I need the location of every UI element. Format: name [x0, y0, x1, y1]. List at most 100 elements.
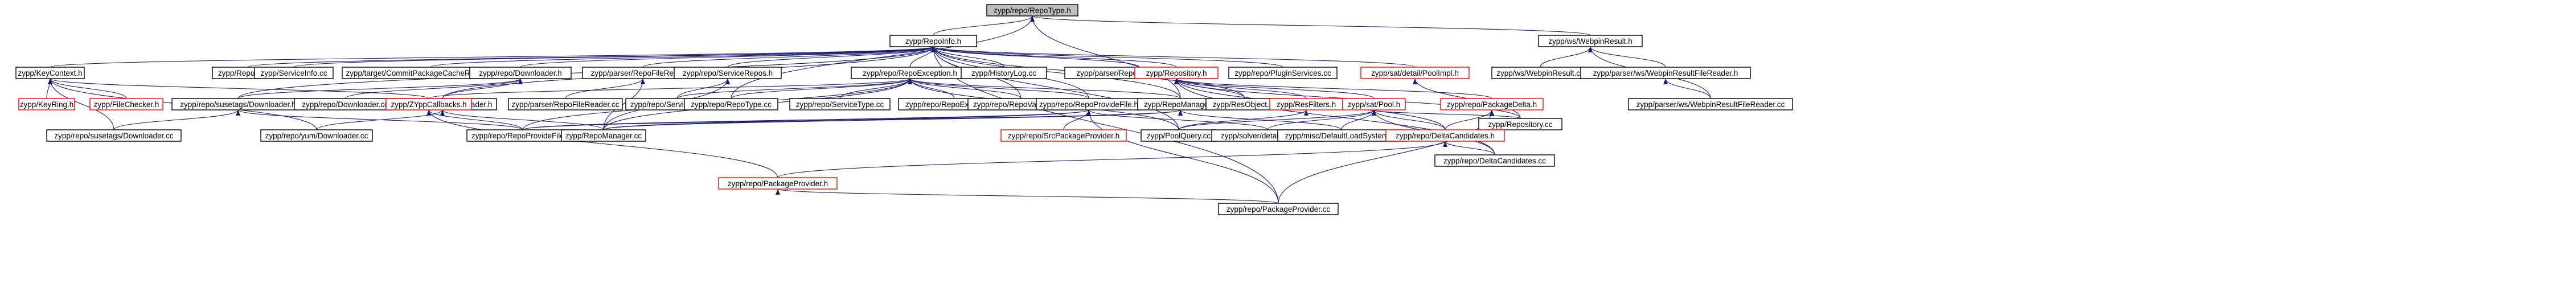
file-node[interactable]: zypp/FileChecker.h: [89, 98, 163, 110]
dependency-edge: [1178, 109, 1342, 130]
file-node-box: [961, 67, 1047, 79]
dependency-edge: [1174, 78, 1375, 99]
file-node-label: zypp/PoolQuery.cc: [1147, 132, 1211, 140]
dependency-edge: [1540, 46, 1593, 68]
file-node-label: zypp/sat/detail/PoolImpl.h: [1371, 69, 1459, 77]
dependency-edge: [293, 46, 936, 68]
dependency-edge: [428, 78, 912, 99]
file-node[interactable]: zypp/RepoInfo.h: [889, 35, 977, 47]
dependency-edge: [676, 78, 912, 99]
dependency-edge: [316, 109, 445, 130]
file-node[interactable]: zypp/sat/detail/PoolImpl.h: [1360, 67, 1470, 79]
file-node-label: zypp/Repository.cc: [1488, 120, 1552, 129]
file-node[interactable]: zypp/repo/susetags/Downloader.h: [171, 98, 305, 110]
dependency-edge: [113, 109, 240, 130]
file-node-label: zypp/parser/ws/WebpinResultFileReader.h: [1593, 69, 1738, 77]
file-node-box: [46, 129, 182, 142]
file-node[interactable]: zypp/RepoManager.cc: [561, 129, 646, 142]
file-node-label: zypp/ResObject.cc: [1213, 100, 1277, 109]
file-node[interactable]: zypp/parser/ws/WebpinResultFileReader.cc: [1628, 98, 1793, 110]
file-node[interactable]: zypp/repo/PluginServices.cc: [1228, 67, 1338, 79]
file-node[interactable]: zypp/ServiceInfo.cc: [254, 67, 334, 79]
file-node-label: zypp/repo/RepoProvideFile.cc: [471, 132, 574, 140]
file-node-label: zypp/ResFilters.h: [1277, 100, 1336, 109]
file-node-label: zypp/sat/Pool.h: [1348, 100, 1400, 109]
file-node[interactable]: zypp/repo/RepoProvideFile.h: [1036, 98, 1142, 110]
file-node[interactable]: zypp/Repository.h: [1134, 67, 1219, 79]
file-node[interactable]: zypp/ws/WebpinResult.h: [1538, 35, 1643, 47]
file-node-box: [1580, 67, 1751, 79]
file-node[interactable]: zypp/repo/SrcPackageProvider.h: [1000, 129, 1127, 142]
file-node-box: [789, 98, 891, 110]
file-node[interactable]: zypp/repo/PackageDelta.h: [1440, 98, 1544, 110]
dependency-edge: [908, 78, 1022, 99]
file-node-box: [1385, 129, 1505, 142]
file-node-box: [385, 98, 472, 110]
file-node[interactable]: zypp/ws/WebpinResult.cc: [1491, 67, 1589, 79]
file-node[interactable]: zypp/repo/PackageProvider.cc: [1218, 203, 1339, 215]
file-node[interactable]: zypp/repo/DeltaCandidates.h: [1385, 129, 1505, 142]
file-node-label: zypp/repo/yum/Downloader.cc: [265, 132, 368, 140]
file-node[interactable]: zypp/repo/yum/Downloader.cc: [260, 129, 373, 142]
file-node[interactable]: zypp/repo/ServiceType.cc: [789, 98, 891, 110]
file-node-box: [15, 67, 85, 79]
file-node-box: [89, 98, 163, 110]
file-node[interactable]: zypp/repo/Downloader.h: [469, 67, 572, 79]
file-node[interactable]: zypp/misc/DefaultLoadSystem.cc: [1277, 129, 1406, 142]
dependency-edge: [908, 78, 1181, 99]
dependency-edge: [1174, 78, 1307, 99]
dependency-edge: [1086, 109, 1279, 204]
dependency-edge: [1341, 109, 1376, 130]
file-node[interactable]: zypp/ResFilters.h: [1269, 98, 1343, 110]
dependency-edge: [839, 78, 912, 99]
file-node[interactable]: zypp/HistoryLog.cc: [961, 67, 1047, 79]
file-node-box: [684, 98, 778, 110]
file-node[interactable]: zypp/parser/ws/WebpinResultFileReader.h: [1580, 67, 1751, 79]
dependency-edge: [426, 109, 523, 130]
file-node-label: zypp/parser/ws/WebpinResultFileReader.cc: [1636, 100, 1785, 109]
file-node-label: zypp/repo/PluginServices.cc: [1234, 69, 1331, 77]
dependency-edge: [522, 109, 1183, 130]
file-node-label: zypp/repo/RepoType.cc: [691, 100, 772, 109]
file-node[interactable]: zypp/repo/RepoType.cc: [684, 98, 778, 110]
dependency-edge: [520, 46, 936, 68]
file-node[interactable]: zypp/parser/RepoFileReader.cc: [508, 98, 623, 110]
file-node[interactable]: zypp/repo/RepoException.h: [851, 67, 969, 79]
dependency-edge: [430, 46, 936, 68]
file-node-label: zypp/repo/ServiceRepos.h: [683, 69, 773, 77]
dependency-edge: [727, 46, 936, 68]
file-node-box: [260, 129, 373, 142]
dependency-edge: [776, 188, 1279, 204]
file-node[interactable]: zypp/parser/RepoFileReader.h: [582, 67, 704, 79]
file-node[interactable]: zypp/repo/PackageProvider.h: [718, 177, 838, 190]
file-node-label: zypp/parser/RepoFileReader.cc: [511, 100, 619, 109]
file-node-label: zypp/repo/Downloader.h: [479, 69, 562, 77]
dependency-edge: [1663, 78, 1711, 99]
file-node[interactable]: zypp/repo/susetags/Downloader.cc: [46, 129, 182, 142]
file-node[interactable]: zypp/RepoManager.h: [1137, 98, 1224, 110]
file-node[interactable]: zypp/repo/DeltaCandidates.cc: [1434, 154, 1555, 167]
file-node[interactable]: zypp/repo/Downloader.cc: [294, 98, 396, 110]
dependency-edge: [48, 78, 429, 99]
dependency-edge: [1174, 78, 1492, 99]
file-node-box: [254, 67, 334, 79]
dependency-edge: [50, 46, 936, 68]
file-node-label: zypp/RepoManager.h: [1144, 100, 1217, 109]
dependency-edge: [46, 78, 52, 99]
file-node[interactable]: zypp/repo/ServiceRepos.h: [674, 67, 782, 79]
file-node-box: [1342, 98, 1406, 110]
file-node[interactable]: zypp/ZYppCallbacks.h: [385, 98, 472, 110]
file-node-label: zypp/misc/DefaultLoadSystem.cc: [1285, 132, 1398, 140]
file-node[interactable]: zypp/KeyContext.h: [15, 67, 85, 79]
file-node[interactable]: zypp/repo/RepoProvideFile.cc: [466, 129, 579, 142]
file-node[interactable]: zypp/Repository.cc: [1478, 118, 1562, 130]
dependency-edge: [440, 109, 604, 130]
file-node-label: zypp/ZYppCallbacks.h: [391, 100, 466, 109]
file-node[interactable]: zypp/ResObject.cc: [1205, 98, 1284, 110]
file-node[interactable]: zypp/PoolQuery.cc: [1141, 129, 1217, 142]
file-node-label: zypp/HistoryLog.cc: [971, 69, 1036, 77]
dependency-edge: [777, 141, 1447, 178]
file-node[interactable]: zypp/repo/RepoType.h: [986, 4, 1078, 17]
file-node[interactable]: zypp/sat/Pool.h: [1342, 98, 1406, 110]
file-node[interactable]: zypp/KeyRing.h: [18, 98, 75, 110]
